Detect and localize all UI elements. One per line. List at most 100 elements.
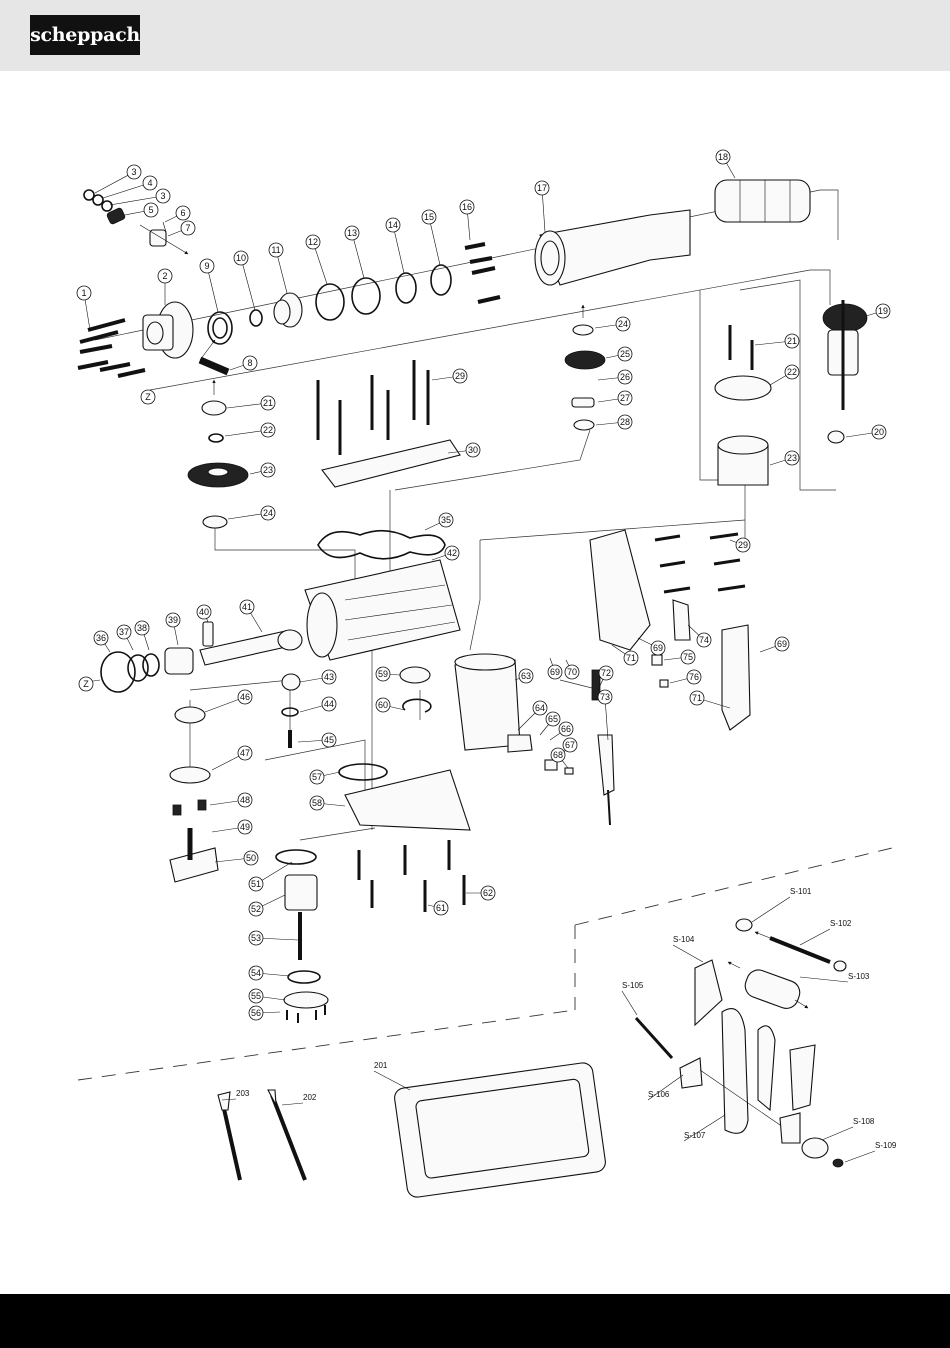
callout-number: 41 bbox=[242, 602, 252, 612]
part-label-text: S-106 bbox=[648, 1090, 670, 1099]
callout-c58: 58 bbox=[309, 795, 346, 811]
callout-c63: 63 bbox=[514, 668, 534, 684]
callout-number: 23 bbox=[263, 465, 273, 475]
callout-circle bbox=[617, 390, 633, 406]
leader-line bbox=[683, 1114, 726, 1142]
part-label-l203: 203 bbox=[221, 1089, 250, 1101]
callout-c70: 70 bbox=[564, 659, 580, 680]
part-label-text: S-103 bbox=[848, 972, 870, 981]
callout-circle bbox=[93, 630, 109, 646]
leader-line bbox=[621, 990, 638, 1016]
callout-number: 38 bbox=[137, 623, 147, 633]
callout-c21: 21 bbox=[754, 333, 800, 349]
callout-circle bbox=[78, 676, 94, 692]
footer-bar bbox=[0, 1294, 950, 1348]
callout-circle bbox=[260, 462, 276, 478]
handle-parts bbox=[454, 529, 751, 826]
callout-circle bbox=[309, 769, 325, 785]
leader-line bbox=[428, 216, 441, 266]
callout-c24b: 24 bbox=[227, 505, 276, 521]
callout-circle bbox=[680, 649, 696, 665]
callout-c42: 42 bbox=[431, 545, 460, 561]
part-label-text: 203 bbox=[236, 1089, 250, 1098]
callout-number: 24 bbox=[618, 319, 628, 329]
callout-c23: 23 bbox=[769, 450, 800, 466]
callout-c46: 46 bbox=[204, 689, 253, 713]
callout-c73: 73 bbox=[597, 689, 613, 741]
callout-number: 71 bbox=[692, 693, 702, 703]
callout-number: 29 bbox=[738, 540, 748, 550]
callout-number: 36 bbox=[96, 633, 106, 643]
leader-line bbox=[206, 265, 219, 313]
callout-number: 69 bbox=[653, 643, 663, 653]
callout-number: 18 bbox=[718, 152, 728, 162]
callout-circle bbox=[550, 747, 566, 763]
callout-number: 57 bbox=[312, 772, 322, 782]
callout-circle bbox=[564, 664, 580, 680]
callout-c43: 43 bbox=[299, 669, 337, 685]
part-label-text: 202 bbox=[303, 1093, 317, 1102]
callout-circle bbox=[248, 901, 264, 917]
callout-circle bbox=[650, 640, 666, 656]
callout-c59: 59 bbox=[375, 666, 401, 682]
callout-number: 8 bbox=[247, 358, 252, 368]
callout-circle bbox=[155, 188, 171, 204]
callout-circle bbox=[239, 599, 255, 615]
callout-c44: 44 bbox=[299, 696, 337, 713]
callout-circle bbox=[375, 666, 391, 682]
callout-circle bbox=[165, 612, 181, 628]
callout-circle bbox=[180, 220, 196, 236]
callout-circle bbox=[321, 669, 337, 685]
callout-number: 75 bbox=[683, 652, 693, 662]
callout-c22b: 22 bbox=[224, 422, 276, 438]
callout-number: 6 bbox=[180, 208, 185, 218]
callout-c52: 52 bbox=[248, 894, 286, 917]
callout-c65: 65 bbox=[539, 711, 561, 736]
callout-circle bbox=[421, 209, 437, 225]
callout-c6: 6 bbox=[164, 205, 191, 223]
leader-line bbox=[799, 976, 849, 983]
callout-c38: 38 bbox=[134, 620, 150, 651]
leader-line bbox=[109, 195, 164, 206]
callout-number: 4 bbox=[147, 178, 152, 188]
callout-c41: 41 bbox=[239, 599, 263, 633]
callout-circle bbox=[321, 732, 337, 748]
callout-circle bbox=[237, 792, 253, 808]
callout-c55: 55 bbox=[248, 988, 286, 1004]
callout-c13: 13 bbox=[344, 225, 365, 279]
callout-number: 21 bbox=[263, 398, 273, 408]
callout-circle bbox=[617, 346, 633, 362]
callout-c3a: 3 bbox=[94, 164, 142, 194]
callout-number: 43 bbox=[324, 672, 334, 682]
callout-number: 56 bbox=[251, 1008, 261, 1018]
callout-c23b: 23 bbox=[249, 462, 276, 478]
part-label-s108: S-108 bbox=[821, 1117, 875, 1141]
leader-line bbox=[647, 1074, 684, 1101]
callout-number: 21 bbox=[787, 336, 797, 346]
callout-number: 44 bbox=[324, 699, 334, 709]
callout-circle bbox=[175, 205, 191, 221]
callout-c39: 39 bbox=[165, 612, 181, 646]
callout-c12: 12 bbox=[305, 234, 328, 285]
callout-number: 2 bbox=[162, 271, 167, 281]
callout-c66: 66 bbox=[549, 721, 574, 741]
case-and-chisels bbox=[217, 1062, 606, 1198]
gear-parts bbox=[187, 304, 606, 529]
callout-number: 3 bbox=[131, 167, 136, 177]
leader-line bbox=[351, 232, 365, 279]
callout-number: 22 bbox=[787, 367, 797, 377]
callout-c20: 20 bbox=[845, 424, 887, 440]
part-label-l201: 201 bbox=[373, 1061, 411, 1091]
leader-line bbox=[751, 896, 791, 923]
callout-circle bbox=[76, 285, 92, 301]
callout-circle bbox=[696, 632, 712, 648]
callout-number: 23 bbox=[787, 453, 797, 463]
callout-circle bbox=[444, 545, 460, 561]
callout-circle bbox=[518, 668, 534, 684]
callout-c60: 60 bbox=[375, 697, 406, 713]
callout-number: 72 bbox=[601, 668, 611, 678]
callout-number: 27 bbox=[620, 393, 630, 403]
leader-line bbox=[672, 944, 704, 963]
callout-circle bbox=[237, 689, 253, 705]
part-label-text: 201 bbox=[374, 1061, 388, 1070]
